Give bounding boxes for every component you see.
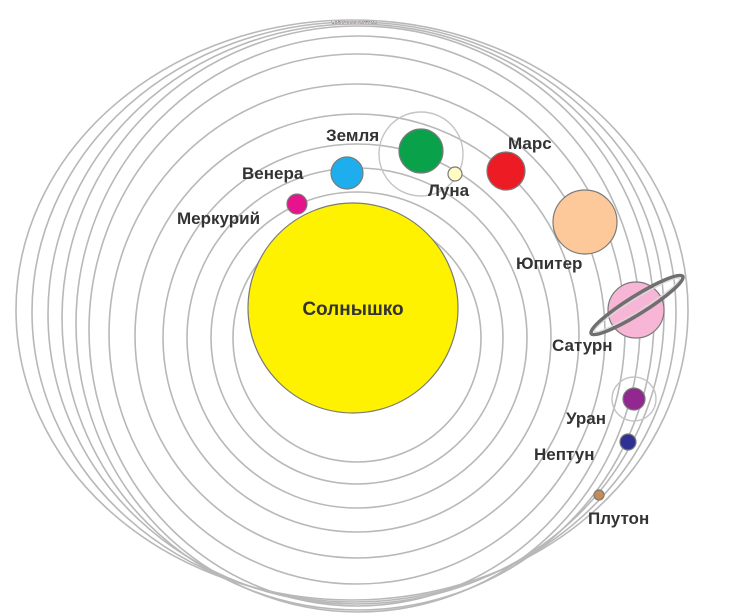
- venus-label: Венера: [242, 164, 304, 183]
- mars-planet: [486, 151, 526, 191]
- sun-disc: [247, 202, 459, 414]
- top-caption: Солнечная система: [331, 20, 377, 26]
- mercury-planet: [286, 193, 308, 215]
- saturn-label: Сатурн: [552, 336, 613, 355]
- pluto-planet: [593, 489, 605, 501]
- uranus-planet: [622, 387, 646, 411]
- uranus-label: Уран: [566, 409, 606, 428]
- jupiter-planet: [552, 189, 618, 255]
- orbit-ring: [15, 19, 689, 601]
- jupiter-label: Юпитер: [516, 254, 582, 273]
- moon-planet: [447, 166, 463, 182]
- orbit-ring: [210, 191, 504, 485]
- earth-label: Земля: [326, 126, 379, 145]
- mars-label: Марс: [508, 134, 552, 153]
- moon-label: Луна: [428, 181, 470, 200]
- pluto-label: Плутон: [588, 509, 649, 528]
- saturn-ring: [589, 273, 685, 337]
- uranus-ring-orbit: [611, 376, 657, 422]
- orbit-ring: [108, 83, 606, 585]
- neptune-planet: [619, 433, 637, 451]
- venus-planet: [330, 156, 364, 190]
- sun-label: Солнышко: [302, 299, 403, 320]
- saturn-group: [589, 273, 685, 339]
- earth-moon-orbit: [378, 111, 464, 197]
- orbit-ring: [134, 113, 580, 559]
- saturn-ring-inner: [593, 277, 681, 333]
- orbit-ring: [162, 143, 552, 533]
- mercury-label: Меркурий: [177, 209, 260, 228]
- neptune-label: Нептун: [534, 445, 594, 464]
- orbit-ring: [31, 21, 677, 603]
- earth-planet: [398, 128, 444, 174]
